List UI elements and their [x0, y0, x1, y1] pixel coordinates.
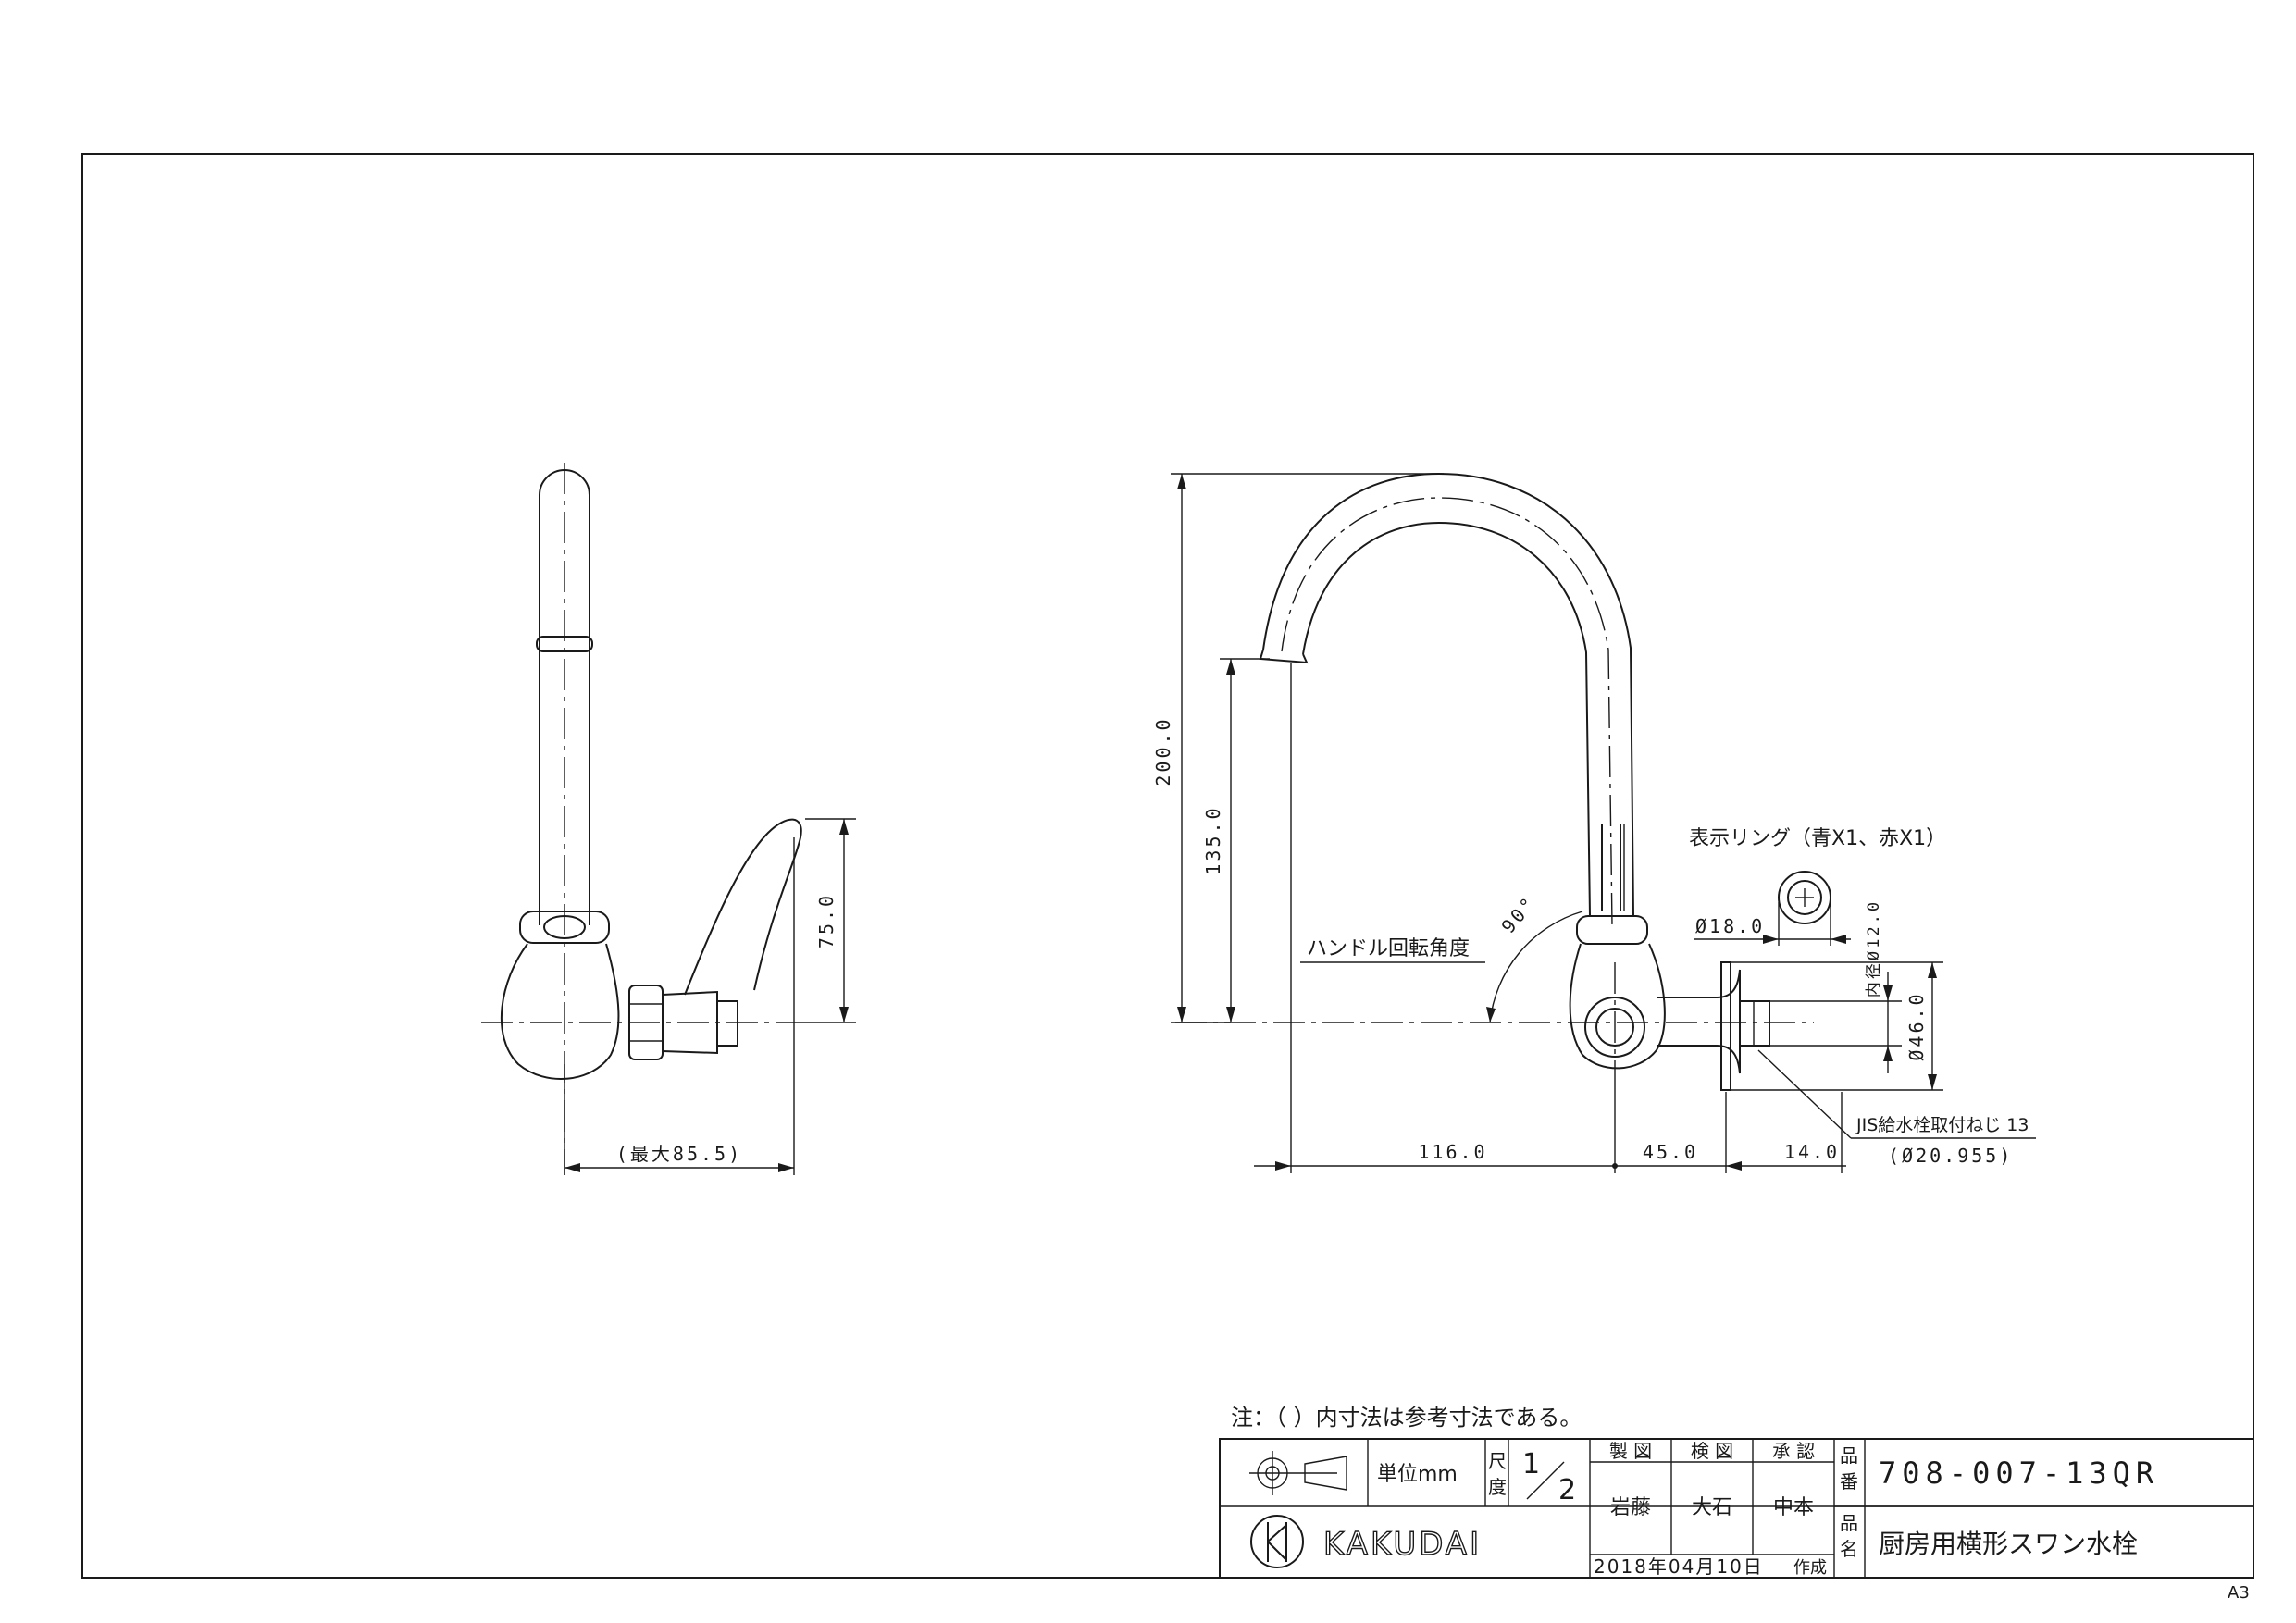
product-name: 厨房用横形スワン水栓 — [1879, 1529, 2138, 1559]
hdr-drawn: 製 図 — [1609, 1440, 1652, 1462]
scale-numerator: 1 — [1522, 1448, 1540, 1481]
wall-arm — [1657, 969, 1741, 1074]
swan-spout-inner — [1302, 521, 1591, 917]
angle-label: 90° — [1496, 891, 1540, 937]
dim-h-body: 45.0 — [1643, 1141, 1698, 1163]
title-block: 単位mm 尺 度 1 2 製 図 検 図 承 認 岩藤 大石 中本 品 番 70… — [1219, 1438, 2254, 1579]
partno-label-2: 番 — [1840, 1470, 1858, 1493]
checked-by: 大石 — [1692, 1496, 1732, 1519]
note-text: 注：（ ）内寸法は参考寸法である。 — [1231, 1405, 1582, 1431]
dim-inner-dia: 内径Ø12.0 — [1865, 899, 1883, 997]
spout-tip — [1259, 649, 1309, 664]
thread-stub — [1739, 1000, 1770, 1047]
dim-h-flange: 14.0 — [1784, 1141, 1840, 1163]
right-view: 90° ハンドル回転角度 200.0 135.0 116.0 45.0 14.0 — [1152, 472, 2036, 1173]
handle-screw — [716, 1000, 738, 1047]
projection-symbol-icon — [1249, 1451, 1347, 1495]
nut-eye — [543, 915, 586, 939]
drawing-date: 2018年04月10日 — [1594, 1555, 1764, 1578]
indicator-ring-label: 表示リング（青X1、赤X1） — [1689, 827, 1946, 850]
dim-spout-height: 135.0 — [1202, 805, 1224, 874]
hdr-approved: 承 認 — [1772, 1440, 1815, 1462]
left-view: 75.0 (最大85.5) — [481, 463, 856, 1175]
handle-rotation-label: ハンドル回転角度 — [1307, 937, 1470, 960]
hdr-checked: 検 図 — [1691, 1440, 1733, 1462]
body-ring — [1576, 915, 1648, 945]
sheet-border — [81, 153, 2254, 1579]
dim-total-height: 200.0 — [1152, 716, 1174, 786]
thread-dia: (Ø20.955) — [1888, 1145, 2013, 1167]
indicator-ring-inner — [1787, 880, 1822, 915]
dim-flange-dia: Ø46.0 — [1905, 991, 1928, 1060]
sheet-size: A3 — [2228, 1583, 2250, 1603]
body-bowl — [500, 943, 620, 1080]
partno-label-1: 品 — [1840, 1444, 1858, 1467]
company-logo: KAKUDAI — [1250, 1515, 1482, 1568]
part-number: 708-007-13QR — [1879, 1456, 2159, 1491]
dim-height-75: 75.0 — [815, 893, 838, 948]
unit-label: 単位mm — [1377, 1463, 1458, 1486]
indicator-ring-outer — [1778, 871, 1831, 924]
name-label-2: 名 — [1840, 1538, 1858, 1560]
body — [1569, 943, 1666, 1070]
created-label: 作成 — [1793, 1558, 1827, 1578]
dim-h-spout: 116.0 — [1418, 1141, 1487, 1163]
dim-ring-dia: Ø18.0 — [1695, 915, 1765, 937]
handle-rotation-arc — [1489, 911, 1583, 1023]
scale-denominator: 2 — [1558, 1474, 1576, 1506]
company-name: KAKUDAI — [1323, 1526, 1482, 1563]
body-nut — [519, 911, 610, 944]
wall-flange — [1720, 961, 1731, 1091]
body-boss-inner — [1595, 1008, 1634, 1047]
approved-by: 中本 — [1773, 1496, 1814, 1519]
handle-lever — [684, 818, 802, 996]
thread-label: JIS給水栓取付ねじ 13 — [1855, 1115, 2029, 1135]
scale-label-2: 度 — [1488, 1476, 1507, 1498]
swan-spout-outer — [1262, 472, 1634, 917]
dim-max-reach: (最大85.5) — [616, 1143, 742, 1165]
body-boss-outer — [1584, 997, 1645, 1058]
scale-label-1: 尺 — [1488, 1450, 1507, 1472]
name-label-1: 品 — [1840, 1512, 1858, 1534]
thread-leader — [1757, 1049, 1852, 1139]
drawn-by: 岩藤 — [1610, 1496, 1651, 1519]
